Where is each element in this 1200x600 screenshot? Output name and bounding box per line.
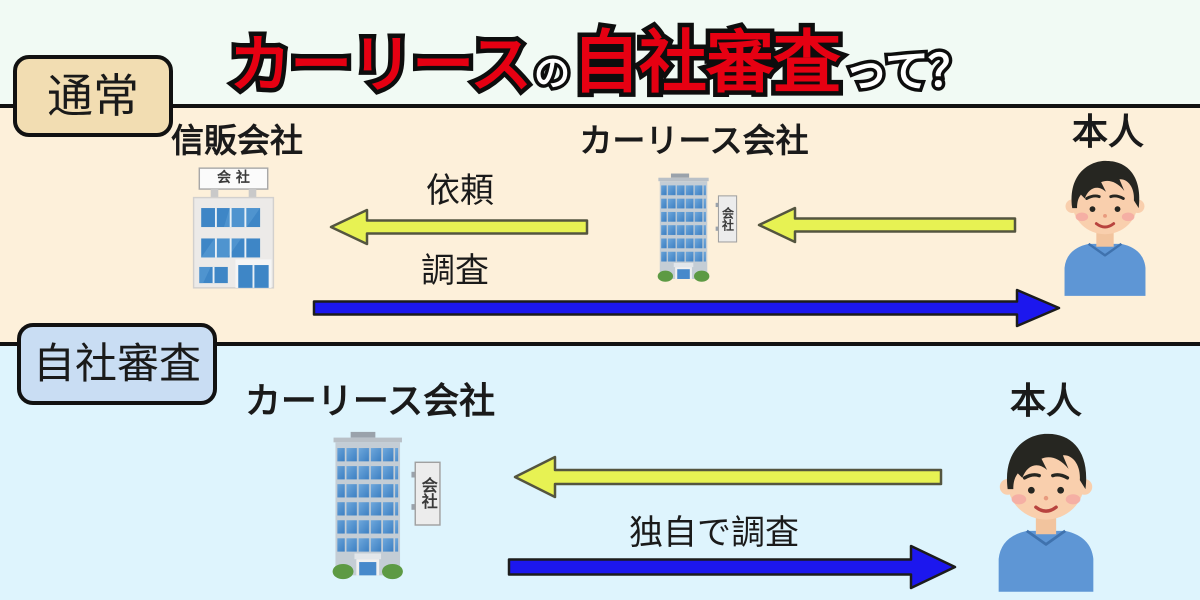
lease-company-label-inhouse: カーリース会社 [244, 381, 496, 422]
credit-company-label: 信販会社 [171, 121, 303, 160]
building-side-sign: 会社 [418, 477, 438, 510]
building-roof-sign: 会 社 [217, 170, 250, 187]
request-arrow-label: 依頼 [426, 171, 494, 211]
tall-building-icon-inhouse: 会社 [322, 430, 442, 582]
apply-arrow-left-icon [756, 203, 1018, 247]
self-investigate-arrow-right-icon [506, 543, 958, 591]
office-building-icon: 会 社 [186, 166, 281, 290]
title-highlight: 自社審査 [568, 24, 846, 103]
tag-inhouse: 自社審査 [17, 323, 217, 405]
investigate-arrow-right-icon [311, 286, 1062, 330]
title-particle: の [531, 52, 574, 95]
page-title: カーリース の 自社審査 って？ [0, 0, 1200, 104]
tag-normal: 通常 [13, 55, 173, 137]
person-icon-inhouse [984, 428, 1108, 592]
tall-building-icon-normal: 会社 [650, 172, 738, 284]
person-label-normal: 本人 [1071, 112, 1145, 153]
self-investigate-arrow-label: 独自で調査 [629, 513, 799, 553]
person-label-inhouse: 本人 [1009, 381, 1083, 422]
person-icon-normal [1052, 156, 1158, 296]
apply-arrow-left-icon-inhouse [512, 453, 944, 501]
request-arrow-left-icon [328, 205, 590, 249]
building-side-sign: 会社 [720, 206, 735, 231]
title-lead: カーリース [225, 28, 537, 101]
title-tail: って？ [841, 46, 976, 97]
investigate-arrow-label: 調査 [421, 251, 489, 291]
lease-company-label-normal: カーリース会社 [579, 121, 809, 160]
